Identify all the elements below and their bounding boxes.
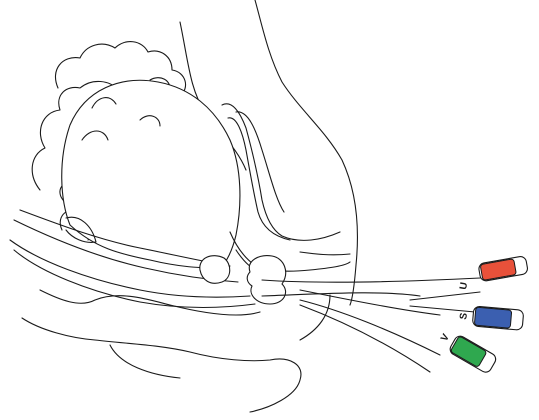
catheter-bundle: [262, 278, 480, 372]
s-tube: [472, 306, 524, 330]
u-tube: [478, 256, 528, 282]
s-label: S: [458, 312, 470, 321]
lower-body-contour-3: [110, 345, 180, 378]
v-tube: [448, 334, 498, 374]
bladder-fold: [236, 112, 284, 212]
lower-body-contour-2: [22, 318, 301, 412]
lower-body-contour-4: [300, 295, 330, 340]
cervix-blob: [200, 256, 230, 284]
uterus: [62, 80, 240, 267]
u-label: U: [458, 281, 470, 290]
lower-body-contour: [40, 290, 260, 315]
v-label: V: [439, 332, 452, 344]
bladder-outline: [222, 104, 340, 241]
